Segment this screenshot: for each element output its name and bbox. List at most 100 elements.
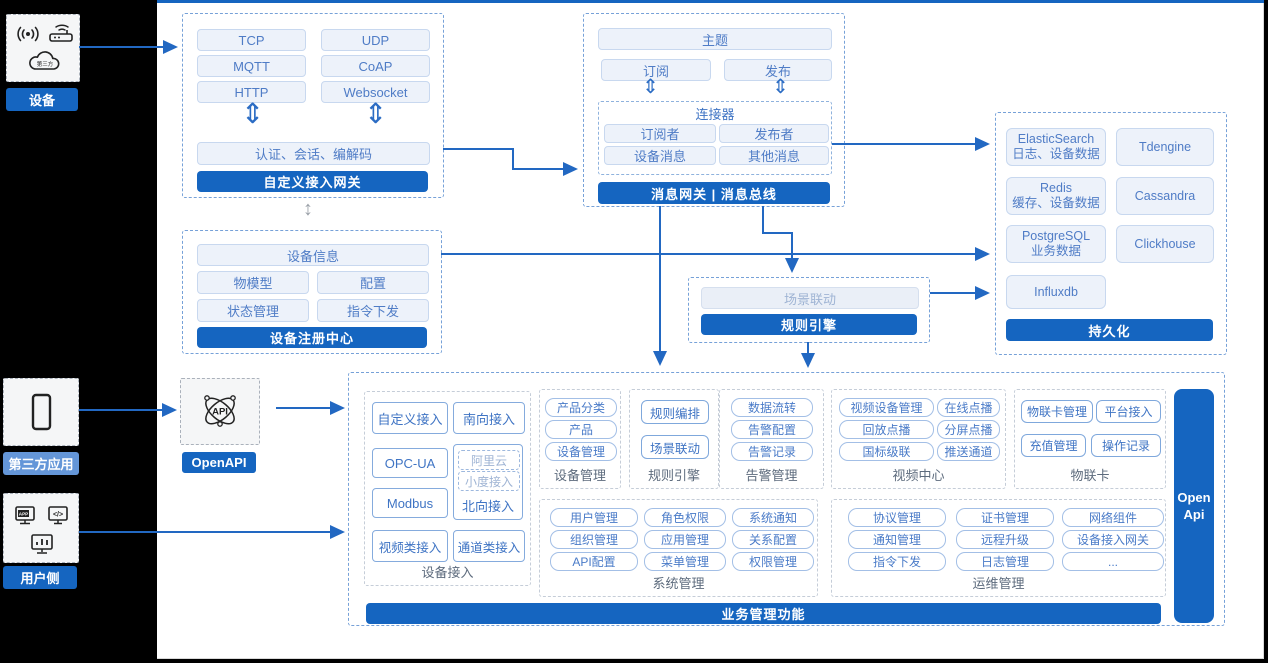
system-mgmt-label: 系统管理 [652, 576, 705, 591]
device-mgmt-box: 产品分类 产品 设备管理 设备管理 [539, 389, 621, 489]
connector-other-msg: 其他消息 [719, 146, 829, 165]
platform-access-button: 平台接入 [1096, 400, 1161, 423]
open-api-bar: Open Api [1174, 389, 1214, 623]
scene-linkage-button: 场景联动 [701, 287, 919, 309]
relation-config-button: 关系配置 [732, 530, 814, 549]
double-arrow-gray-icon: ↕ [303, 198, 313, 220]
notice-mgmt-button: 通知管理 [848, 530, 946, 549]
online-play-button: 在线点播 [937, 398, 1000, 417]
double-arrow-icon: ⇕ [364, 98, 388, 129]
iot-card-label: 物联卡 [1070, 468, 1110, 483]
protocol-mqtt: MQTT [197, 55, 306, 77]
device-registry-box: 设备信息 物模型 配置 状态管理 指令下发 设备注册中心 [182, 230, 442, 354]
menu-mgmt-button: 菜单管理 [644, 552, 726, 571]
app-window-icon: APP [15, 506, 35, 525]
double-arrow-icon: ⇕ [772, 76, 789, 98]
publish-button: 发布 [724, 59, 832, 81]
product-button: 产品 [545, 420, 617, 439]
double-arrow-icon: ⇕ [642, 76, 659, 98]
custom-gateway-box: TCP UDP MQTT CoAP HTTP Websocket 认证、会话、编… [182, 13, 444, 198]
subscribe-button: 订阅 [601, 59, 711, 81]
role-permission-button: 角色权限 [644, 508, 726, 527]
store-cassandra: Cassandra [1116, 177, 1214, 215]
device-access-box: 自定义接入 南向接入 OPC-UA 北向接入 阿里云 小度接入 Modbus 视… [364, 391, 531, 586]
store-clickhouse: Clickhouse [1116, 225, 1214, 263]
data-flow-button: 数据流转 [731, 398, 813, 417]
permission-mgmt-button: 权限管理 [732, 552, 814, 571]
opcua-button: OPC-UA [372, 448, 448, 478]
network-component-button: 网络组件 [1062, 508, 1164, 527]
business-box: 自定义接入 南向接入 OPC-UA 北向接入 阿里云 小度接入 Modbus 视… [348, 372, 1225, 626]
message-bus-title: 消息网关 | 消息总线 [598, 182, 830, 204]
cloud-third-party-icon: 第三方 [29, 51, 60, 70]
system-mgmt-box: 用户管理 角色权限 系统通知 组织管理 应用管理 关系配置 API配置 菜单管理… [539, 499, 818, 597]
broadcast-icon [17, 26, 39, 42]
ops-mgmt-label: 运维管理 [972, 576, 1025, 591]
channel-access-button: 通道类接入 [453, 530, 525, 562]
split-screen-button: 分屏点播 [937, 420, 1000, 439]
svg-text:</>: </> [53, 512, 63, 519]
topic-button: 主题 [598, 28, 832, 50]
svg-text:API: API [212, 407, 228, 418]
openapi-icon-box: API [180, 378, 260, 445]
user-mgmt-button: 用户管理 [550, 508, 638, 527]
remote-upgrade-button: 远程升级 [956, 530, 1054, 549]
system-notice-button: 系统通知 [732, 508, 814, 527]
scene-linkage-col-button: 场景联动 [641, 435, 709, 459]
rule-engine-label: 规则引擎 [647, 468, 700, 483]
playback-button: 回放点播 [839, 420, 934, 439]
store-influxdb: Influxdb [1006, 275, 1106, 309]
alarm-config-button: 告警配置 [731, 420, 813, 439]
recharge-mgmt-button: 充值管理 [1021, 434, 1086, 457]
modbus-button: Modbus [372, 488, 448, 518]
protocol-websocket: Websocket [321, 81, 430, 103]
router-icon [49, 24, 73, 42]
svg-text:第三方: 第三方 [37, 60, 54, 68]
alarm-box: 数据流转 告警配置 告警记录 告警管理 [719, 389, 824, 489]
registry-title: 设备注册中心 [197, 327, 427, 348]
third-party-label: 第三方应用 [3, 452, 79, 475]
user-side-icon-box: APP </> [3, 493, 79, 563]
device-access-gateway-button: 设备接入网关 [1062, 530, 1164, 549]
rule-engine-col-box: 规则编排 场景联动 规则引擎 [629, 389, 719, 489]
protocol-coap: CoAP [321, 55, 430, 77]
aliyun-button: 阿里云 [458, 450, 520, 470]
thing-model-button: 物模型 [197, 271, 309, 294]
video-center-box: 视频设备管理 在线点播 回放点播 分屏点播 国标级联 推送通道 视频中心 [831, 389, 1006, 489]
devices-label: 设备 [6, 88, 78, 111]
south-access-button: 南向接入 [453, 402, 525, 434]
config-button: 配置 [317, 271, 429, 294]
api-config-button: API配置 [550, 552, 638, 571]
rule-engine-title: 规则引擎 [701, 314, 917, 335]
status-mgmt-button: 状态管理 [197, 299, 309, 322]
connector-subscriber: 订阅者 [604, 124, 716, 143]
operation-record-button: 操作记录 [1091, 434, 1161, 457]
protocol-tcp: TCP [197, 29, 306, 51]
message-bus-box: 主题 订阅 发布 连接器 订阅者 发布者 设备消息 其他消息 消息网关 | 消息… [583, 13, 845, 207]
custom-gateway-title: 自定义接入网关 [197, 171, 428, 192]
xiaodu-access-button: 小度接入 [458, 471, 520, 491]
alarm-label: 告警管理 [745, 468, 798, 483]
connector-box: 连接器 订阅者 发布者 设备消息 其他消息 [598, 101, 832, 175]
ops-mgmt-box: 协议管理 证书管理 网络组件 通知管理 远程升级 设备接入网关 指令下发 日志管… [831, 499, 1166, 597]
gb-cascade-button: 国标级联 [839, 442, 934, 461]
user-side-label: 用户侧 [3, 566, 77, 589]
iot-card-box: 物联卡管理 平台接入 充值管理 操作记录 物联卡 [1014, 389, 1166, 489]
north-access-label: 北向接入 [461, 499, 514, 514]
app-mgmt-button: 应用管理 [644, 530, 726, 549]
alarm-record-button: 告警记录 [731, 442, 813, 461]
video-device-mgmt-button: 视频设备管理 [839, 398, 934, 417]
top-accent-line [157, 0, 1264, 3]
connector-title: 连接器 [695, 107, 735, 122]
cert-mgmt-button: 证书管理 [956, 508, 1054, 527]
iot-card-mgmt-button: 物联卡管理 [1021, 400, 1093, 423]
smartphone-icon [31, 393, 52, 431]
openapi-label: OpenAPI [182, 452, 256, 473]
device-mgmt-label: 设备管理 [553, 468, 606, 483]
log-mgmt-button: 日志管理 [956, 552, 1054, 571]
